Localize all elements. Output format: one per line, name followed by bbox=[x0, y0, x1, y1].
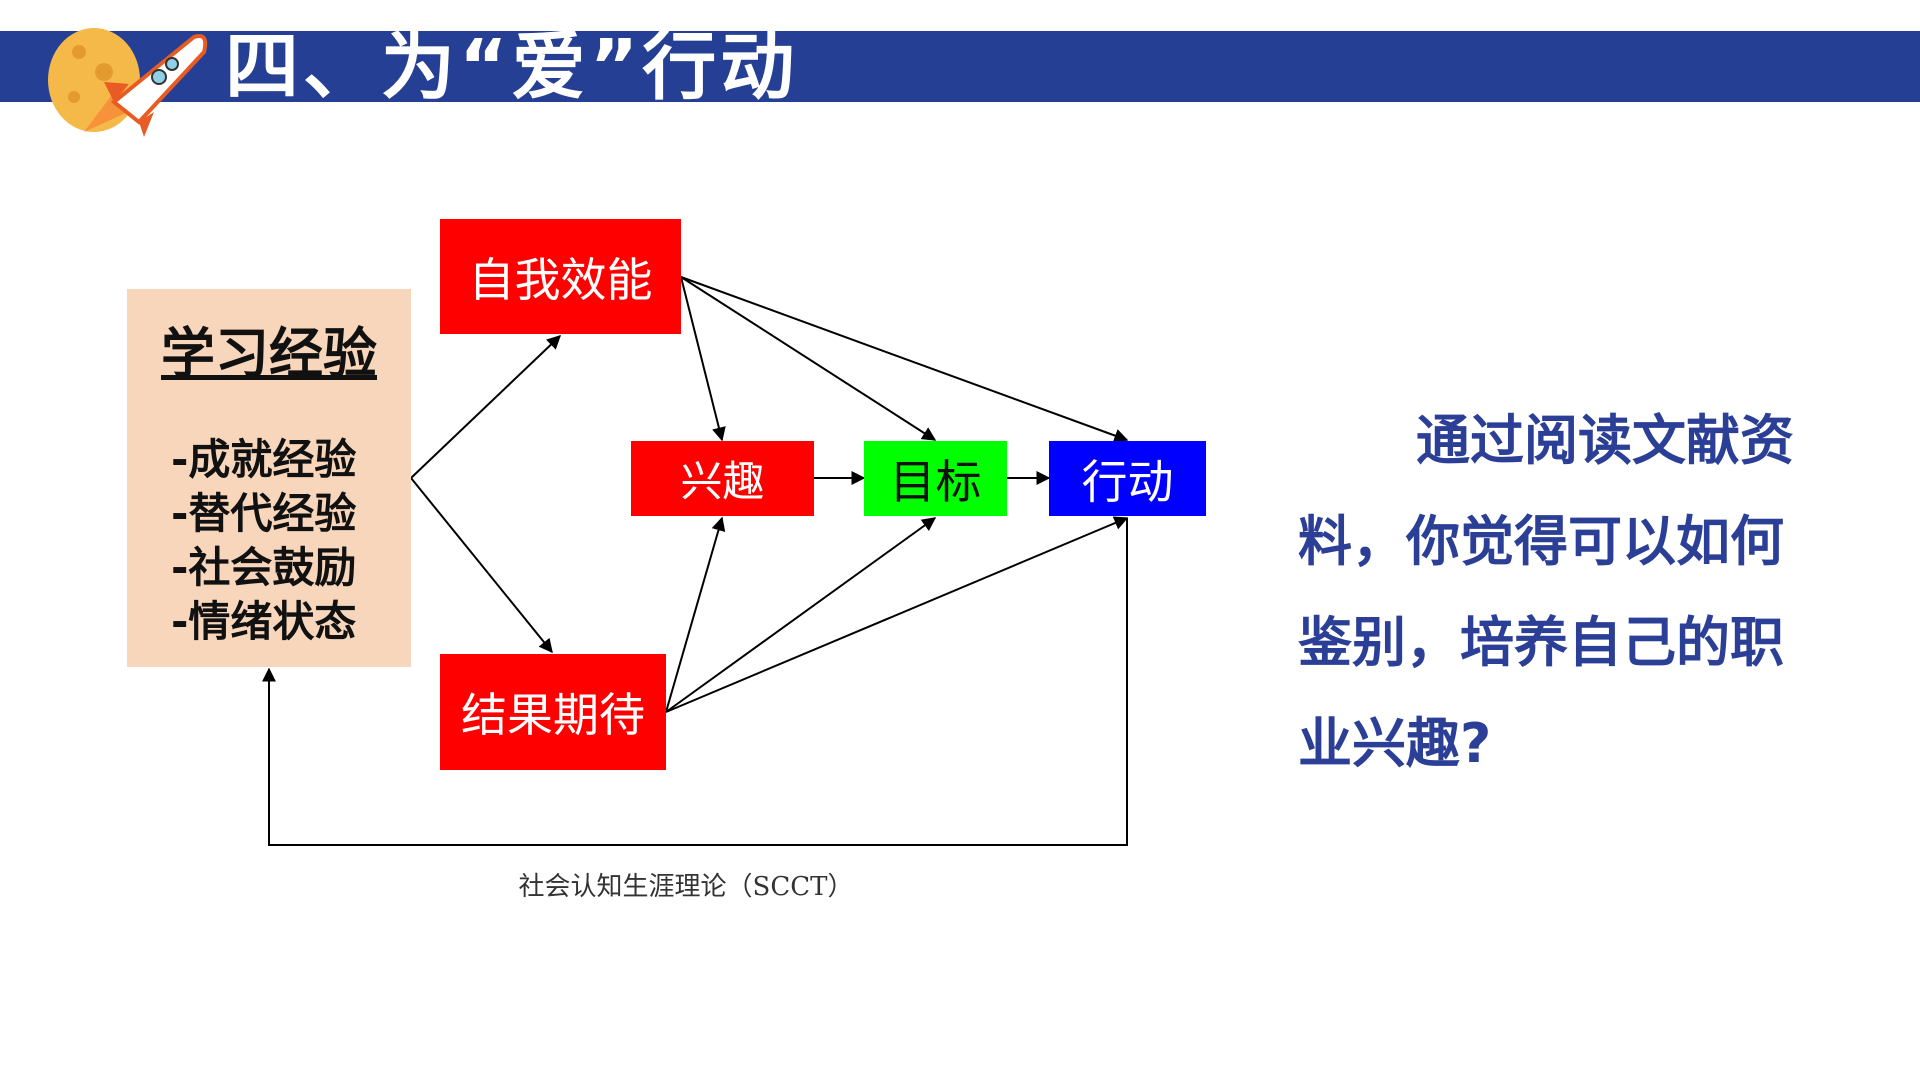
goal-box: 目标 bbox=[864, 441, 1007, 516]
learning-item: -成就经验 bbox=[171, 435, 357, 484]
arrow-feedback bbox=[262, 518, 1128, 846]
page-title: 四、为“爱”行动 bbox=[225, 24, 799, 110]
learning-item: -替代经验 bbox=[171, 489, 357, 538]
arrow-outcome-to-interest bbox=[665, 516, 726, 713]
arrow-outcome-to-action bbox=[665, 516, 1129, 713]
arrow-efficacy-to-interest bbox=[680, 276, 726, 442]
arrow-learning-to-efficacy bbox=[410, 335, 562, 479]
header-banner bbox=[0, 31, 1920, 102]
learning-title: 学习经验 bbox=[161, 322, 377, 385]
question-text: 通过阅读文献资料，你觉得可以如何鉴别，培养自己的职业兴趣? bbox=[1298, 409, 1794, 775]
learning-list: -成就经验 -替代经验 -社会鼓励 -情绪状态 bbox=[171, 433, 356, 649]
learning-item: -社会鼓励 bbox=[171, 543, 357, 592]
learning-experience-box: 学习经验 -成就经验 -替代经验 -社会鼓励 -情绪状态 bbox=[127, 289, 411, 667]
outcome-expectation-box: 结果期待 bbox=[440, 654, 666, 770]
rocket-moon-icon bbox=[48, 28, 208, 137]
action-box: 行动 bbox=[1049, 441, 1206, 516]
arrow-efficacy-to-action bbox=[680, 276, 1129, 443]
interest-box: 兴趣 bbox=[631, 441, 814, 516]
self-efficacy-box: 自我效能 bbox=[440, 219, 681, 334]
arrow-outcome-to-goal bbox=[665, 517, 937, 713]
arrow-efficacy-to-goal bbox=[680, 276, 937, 441]
learning-item: -情绪状态 bbox=[171, 597, 357, 646]
diagram-caption: 社会认知生涯理论（SCCT） bbox=[518, 872, 854, 902]
arrow-learning-to-outcome bbox=[410, 477, 553, 654]
